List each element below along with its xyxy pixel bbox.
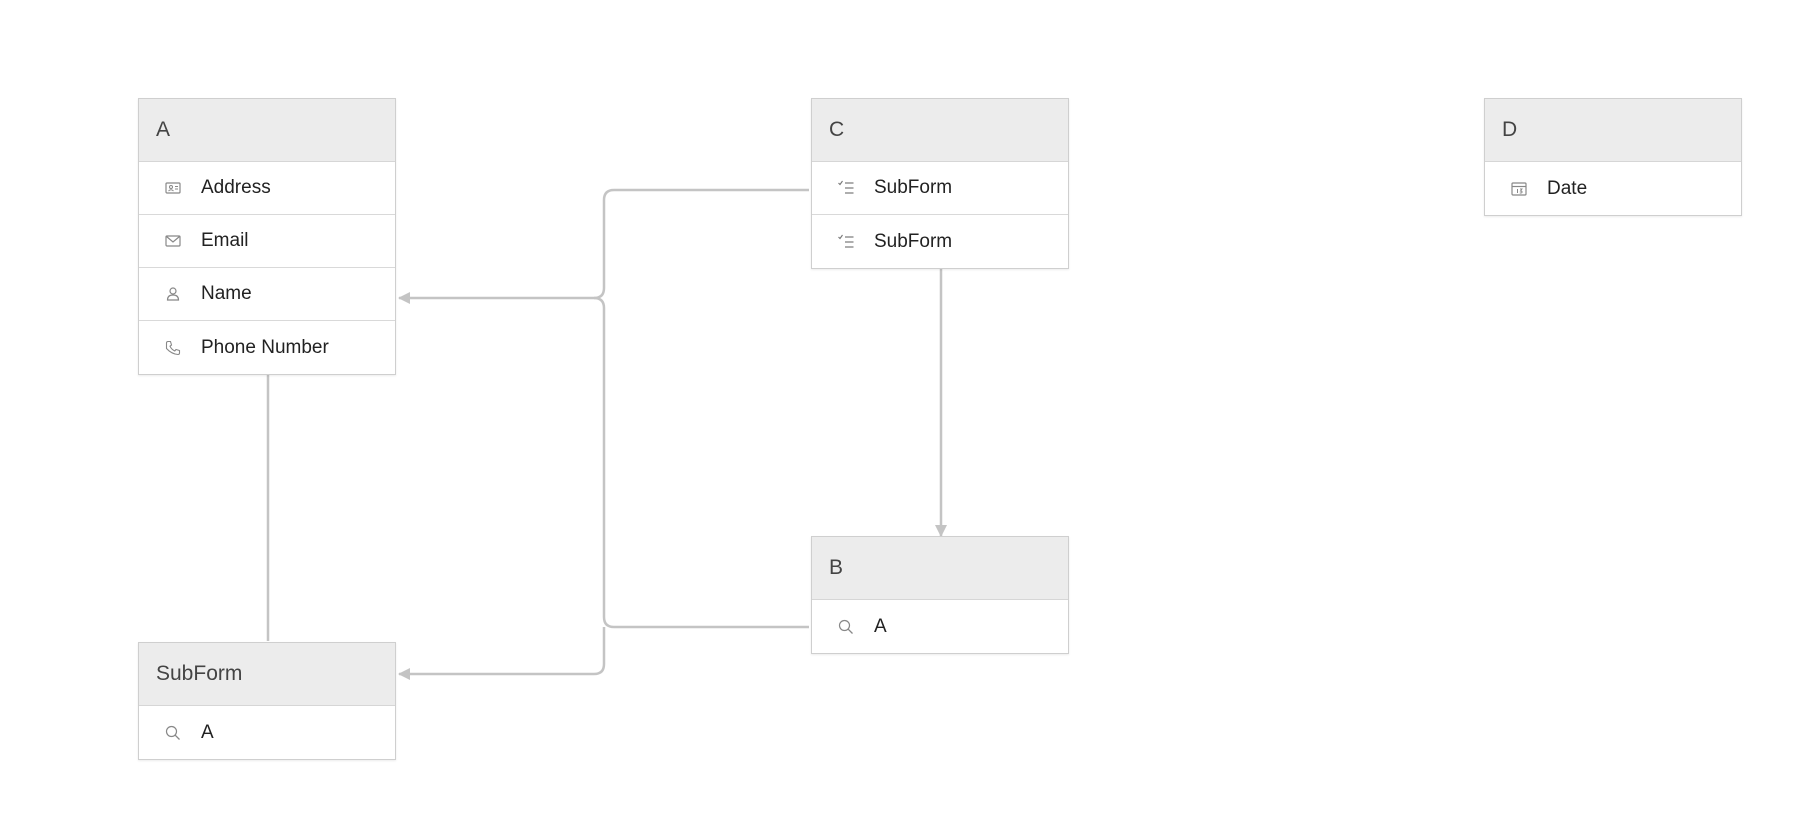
entity-d-title: D — [1502, 118, 1518, 141]
field-label: Name — [201, 283, 252, 304]
entity-subform[interactable]: SubForm A — [138, 642, 396, 760]
entity-c[interactable]: C SubForm SubForm — [811, 98, 1069, 269]
entity-c-header[interactable]: C — [812, 99, 1068, 162]
calendar-icon — [1509, 179, 1529, 199]
checklist-icon — [836, 178, 856, 198]
search-icon — [836, 617, 856, 637]
field-label: Email — [201, 230, 249, 251]
entity-a-field-email[interactable]: Email — [139, 215, 395, 268]
address-card-icon — [163, 178, 183, 198]
field-label: A — [874, 615, 887, 637]
field-label: Phone Number — [201, 336, 329, 358]
field-label: Address — [201, 177, 271, 198]
field-label: A — [201, 721, 214, 743]
entity-d-field-date[interactable]: Date — [1485, 162, 1741, 215]
connector-b-to-subform — [398, 627, 606, 680]
entity-subform-header[interactable]: SubForm — [139, 643, 395, 706]
entity-d-header[interactable]: D — [1485, 99, 1741, 162]
connector-b-lookup-to-a — [593, 296, 809, 629]
entity-b-title: B — [829, 556, 844, 579]
entity-c-field-subform-1[interactable]: SubForm — [812, 162, 1068, 215]
search-icon — [163, 723, 183, 743]
person-icon — [163, 284, 183, 304]
checklist-icon — [836, 232, 856, 252]
entity-c-title: C — [829, 118, 845, 141]
field-label: Date — [1547, 177, 1588, 199]
entity-a-field-phone-number[interactable]: Phone Number — [139, 321, 395, 374]
connector-c-subform-to-a-name — [398, 188, 809, 304]
entity-a[interactable]: A Address Email Name Phone Number — [138, 98, 396, 375]
entity-a-title: A — [156, 118, 171, 141]
field-label: SubForm — [874, 230, 953, 252]
entity-d[interactable]: D Date — [1484, 98, 1742, 216]
entity-a-field-address[interactable]: Address — [139, 162, 395, 215]
entity-a-header[interactable]: A — [139, 99, 395, 162]
entity-b-field-a[interactable]: A — [812, 600, 1068, 653]
entity-b[interactable]: B A — [811, 536, 1069, 654]
entity-c-field-subform-2[interactable]: SubForm — [812, 215, 1068, 268]
phone-icon — [163, 338, 183, 358]
field-label: SubForm — [874, 177, 953, 198]
entity-a-field-name[interactable]: Name — [139, 268, 395, 321]
entity-b-header[interactable]: B — [812, 537, 1068, 600]
envelope-icon — [163, 231, 183, 251]
entity-subform-field-a[interactable]: A — [139, 706, 395, 759]
entity-subform-title: SubForm — [156, 662, 243, 685]
